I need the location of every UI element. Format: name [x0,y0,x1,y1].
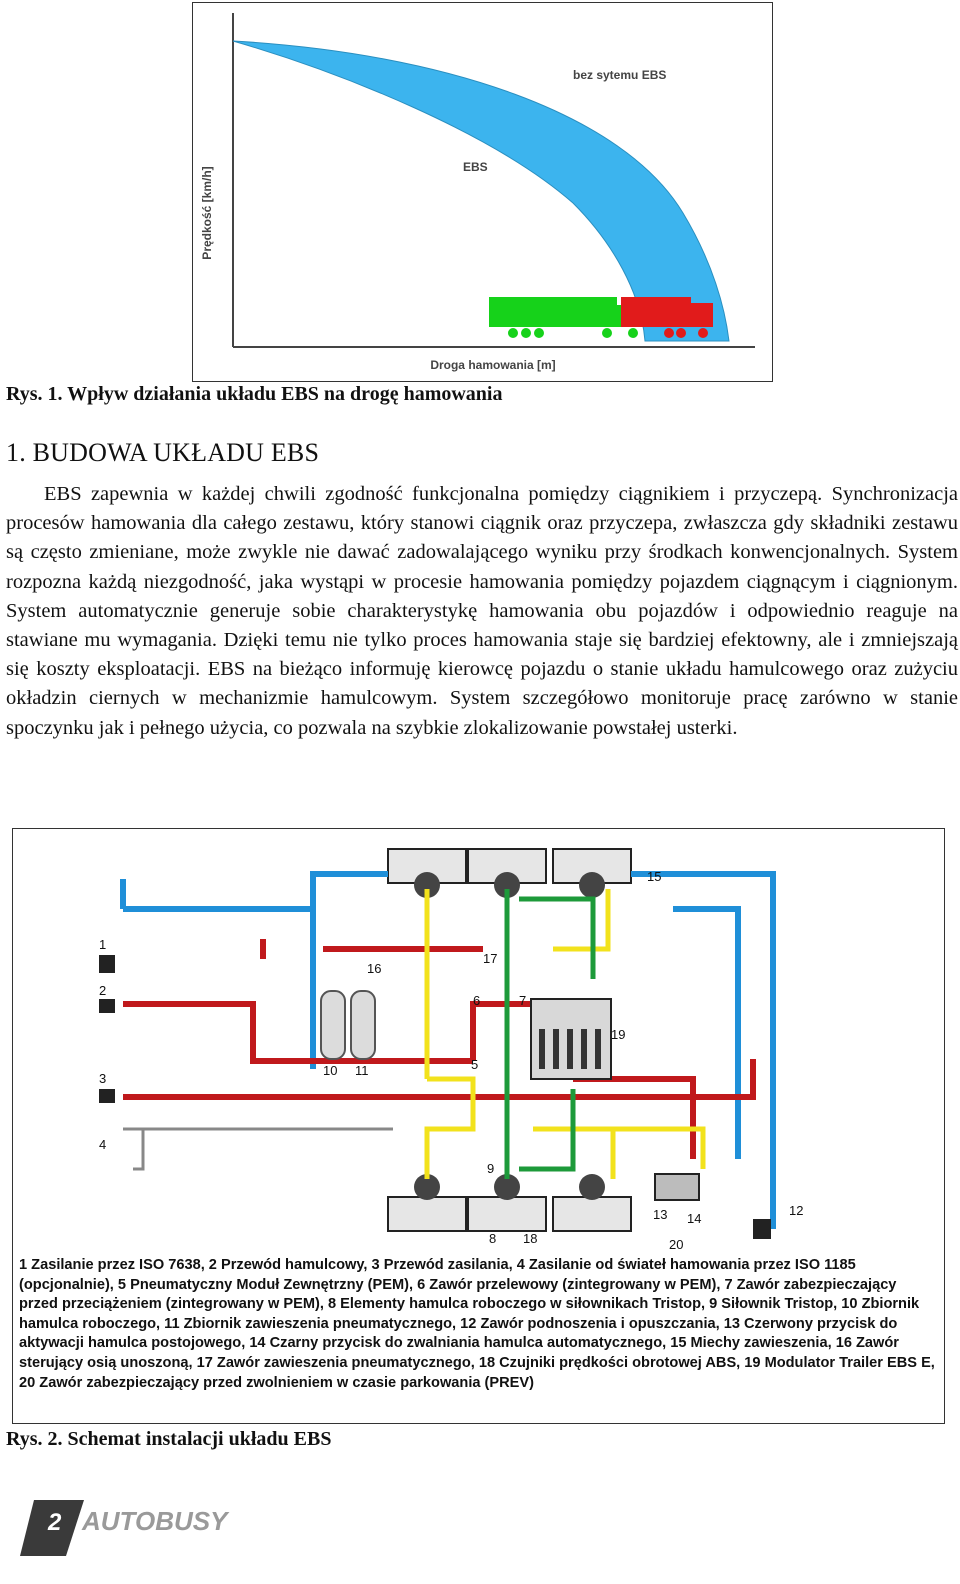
num-7: 7 [519,993,526,1008]
num-17: 17 [483,951,497,966]
caption-figure-1: Rys. 1. Wpływ działania układu EBS na dr… [6,383,503,405]
num-20: 20 [669,1237,683,1249]
section-heading: 1. BUDOWA UKŁADU EBS [6,438,320,467]
num-4: 4 [99,1137,106,1152]
page-number: 2 [47,1509,62,1536]
electrical-lines [123,1127,393,1171]
figure-ebs-schematic: 1 2 3 4 5 6 7 8 9 10 11 12 13 14 15 16 1… [12,828,945,1424]
connector-heads [99,955,771,1239]
footer-logo: 2 AUTOBUSY [20,1500,260,1556]
num-3: 3 [99,1071,106,1086]
body-text: EBS zapewnia w każdej chwili zgodność fu… [6,480,958,743]
num-14: 14 [687,1211,701,1226]
label-with-ebs: EBS [463,160,488,174]
label-without-ebs: bez sytemu EBS [573,68,666,82]
braking-area [232,40,730,342]
tristop-cylinders [414,872,605,1200]
num-12: 12 [789,1203,803,1218]
num-1: 1 [99,937,106,952]
num-10: 10 [323,1063,337,1078]
y-axis-label: Prędkość [km/h] [200,166,214,259]
num-18: 18 [523,1231,537,1246]
brand-name: AUTOBUSY [81,1506,230,1536]
truck-no-ebs [621,297,713,338]
modulator-fins [539,1029,601,1069]
prev-valve [654,1173,700,1201]
truck-ebs [489,297,641,338]
component-numbers: 1 2 3 4 5 6 7 8 9 10 11 12 13 14 15 16 1… [99,869,803,1249]
num-19: 19 [611,1027,625,1042]
caption-figure-2: Rys. 2. Schemat instalacji układu EBS [6,1428,332,1450]
num-6: 6 [473,993,480,1008]
autobusy-logo: 2 AUTOBUSY [20,1500,230,1556]
x-axis-label: Droga hamowania [m] [430,358,555,372]
num-9: 9 [487,1161,494,1176]
control-lines-yellow [424,889,706,1179]
num-5: 5 [471,1057,478,1072]
braking-chart: Prędkość [km/h] Droga hamowania [m] bez … [200,13,755,372]
num-15: 15 [647,869,661,884]
figure-braking-distance: Prędkość [km/h] Droga hamowania [m] bez … [192,2,773,382]
paragraph: EBS zapewnia w każdej chwili zgodność fu… [6,483,958,739]
num-11: 11 [355,1063,369,1078]
control-lines-green [504,889,596,1179]
brake-lines [123,939,756,1159]
air-tanks [320,990,376,1060]
num-16: 16 [367,961,381,976]
ebs-schematic: 1 2 3 4 5 6 7 8 9 10 11 12 13 14 15 16 1… [99,848,803,1249]
num-2: 2 [99,983,106,998]
page-number-badge [20,1500,84,1556]
num-13: 13 [653,1207,667,1222]
supply-lines [120,871,776,1229]
schematic-legend: 1 Zasilanie przez ISO 7638, 2 Przewód ha… [19,1257,935,1391]
num-8: 8 [489,1231,496,1246]
